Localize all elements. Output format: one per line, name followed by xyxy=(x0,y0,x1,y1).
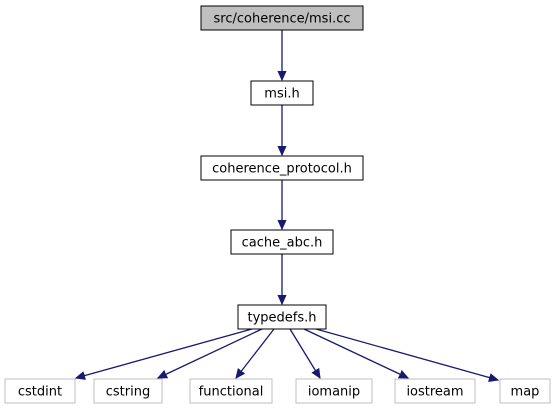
node-iostream-label: iostream xyxy=(406,385,463,400)
node-cache-abc-h-label: cache_abc.h xyxy=(242,236,323,251)
node-coherence-protocol-h[interactable]: coherence_protocol.h xyxy=(200,155,364,181)
edge-typedefs-h-to-iomanip xyxy=(289,328,320,378)
node-cstdint-label: cstdint xyxy=(18,385,62,400)
node-cache-abc-h[interactable]: cache_abc.h xyxy=(230,229,334,255)
node-msi-cc[interactable]: src/coherence/msi.cc xyxy=(200,5,364,31)
edge-typedefs-h-to-cstring xyxy=(158,328,263,379)
edge-typedefs-h-to-map xyxy=(315,328,498,380)
node-coherence-protocol-h-label: coherence_protocol.h xyxy=(212,162,352,177)
node-map: map xyxy=(499,378,551,404)
node-cstring: cstring xyxy=(93,378,163,404)
node-cstring-label: cstring xyxy=(106,385,150,400)
node-iomanip-label: iomanip xyxy=(308,385,360,400)
nodes-group: src/coherence/msi.cc msi.h coherence_pro… xyxy=(4,5,551,404)
edge-typedefs-h-to-iostream xyxy=(303,328,408,379)
node-functional-label: functional xyxy=(199,385,264,400)
node-cstdint: cstdint xyxy=(4,378,76,404)
node-typedefs-h-label: typedefs.h xyxy=(247,311,316,326)
node-iostream: iostream xyxy=(394,378,476,404)
edge-typedefs-h-to-functional xyxy=(236,328,275,378)
node-msi-h[interactable]: msi.h xyxy=(250,80,314,106)
node-functional: functional xyxy=(189,378,273,404)
node-map-label: map xyxy=(511,385,540,400)
node-typedefs-h[interactable]: typedefs.h xyxy=(237,304,327,330)
node-msi-cc-label: src/coherence/msi.cc xyxy=(214,12,351,27)
edge-typedefs-h-to-cstdint xyxy=(76,328,253,378)
node-iomanip: iomanip xyxy=(295,378,373,404)
node-msi-h-label: msi.h xyxy=(264,87,299,102)
edges-group xyxy=(76,30,498,380)
